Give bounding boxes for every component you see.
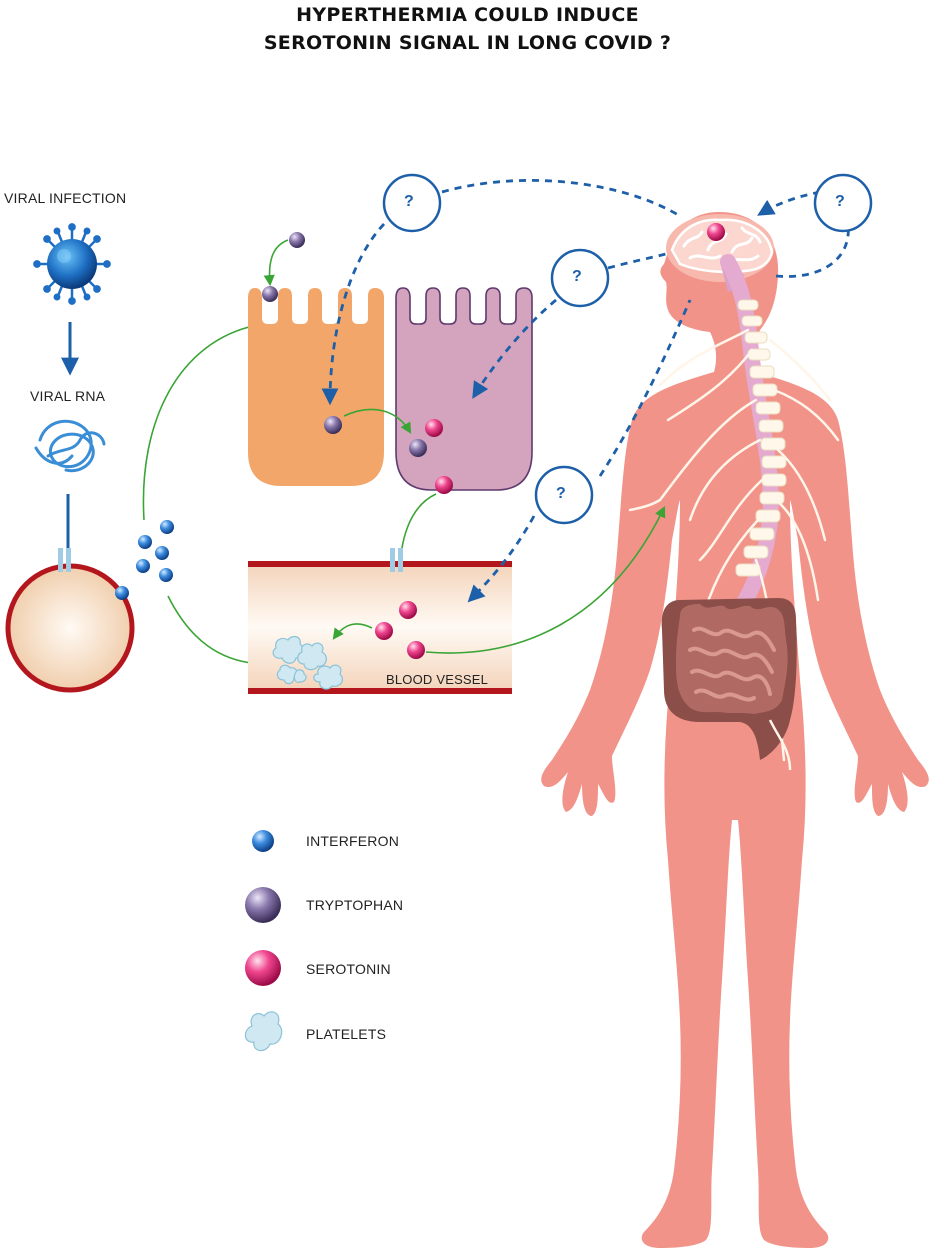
- legend-tryptophan-label: TRYPTOPHAN: [306, 897, 404, 913]
- serotonin-in-brain: [707, 223, 725, 241]
- enterochromaffin-cell: [395, 287, 533, 491]
- intestines: [661, 598, 797, 771]
- question-mark-1: ?: [404, 193, 414, 210]
- arrow-tryptophan-transfer: [343, 408, 412, 434]
- inhibit-line-to-gut-cell: [142, 324, 259, 521]
- serotonin-molecules: [425, 419, 453, 494]
- legend-serotonin-label: SEROTONIN: [306, 961, 391, 977]
- legend-platelets-label: PLATELETS: [306, 1026, 387, 1042]
- dashed-links: [321, 179, 850, 603]
- spine-vertebrae: [735, 299, 787, 577]
- label-blood-vessel: BLOOD VESSEL: [386, 672, 489, 687]
- virus-icon: [33, 223, 111, 305]
- question-circles: [382, 173, 873, 525]
- question-mark-4: ?: [556, 485, 566, 502]
- enterocyte-cell: [248, 288, 384, 486]
- label-viral-rna: VIRAL RNA: [30, 388, 106, 404]
- legend-serotonin-swatch: [245, 950, 281, 986]
- arrow-serotonin-to-nerves: [425, 505, 666, 654]
- inhibit-line-to-platelets: [167, 595, 263, 665]
- title-line-1: HYPERTHERMIA COULD INDUCE: [296, 4, 639, 26]
- legend-interferon-swatch: [252, 830, 274, 852]
- interferon-cluster: [115, 520, 174, 600]
- question-mark-2: ?: [572, 268, 582, 285]
- legend-platelets-swatch: [244, 1011, 283, 1052]
- legend-tryptophan-swatch: [245, 887, 281, 923]
- title-line-2: SEROTONIN SIGNAL IN LONG COVID ?: [263, 32, 672, 54]
- viral-rna-icon: [34, 419, 106, 473]
- legend-interferon-label: INTERFERON: [306, 833, 399, 849]
- human-body: [541, 212, 929, 1248]
- question-mark-3: ?: [835, 193, 845, 210]
- arrow-serotonin-to-platelets: [332, 623, 373, 640]
- arrow-tryptophan-uptake: [263, 239, 289, 287]
- tryptophan-molecules: [262, 232, 427, 457]
- platelets-cluster: [272, 635, 344, 690]
- serotonin-in-blood: [375, 601, 425, 659]
- host-cell: [5, 548, 135, 693]
- label-viral-infection: VIRAL INFECTION: [4, 190, 127, 206]
